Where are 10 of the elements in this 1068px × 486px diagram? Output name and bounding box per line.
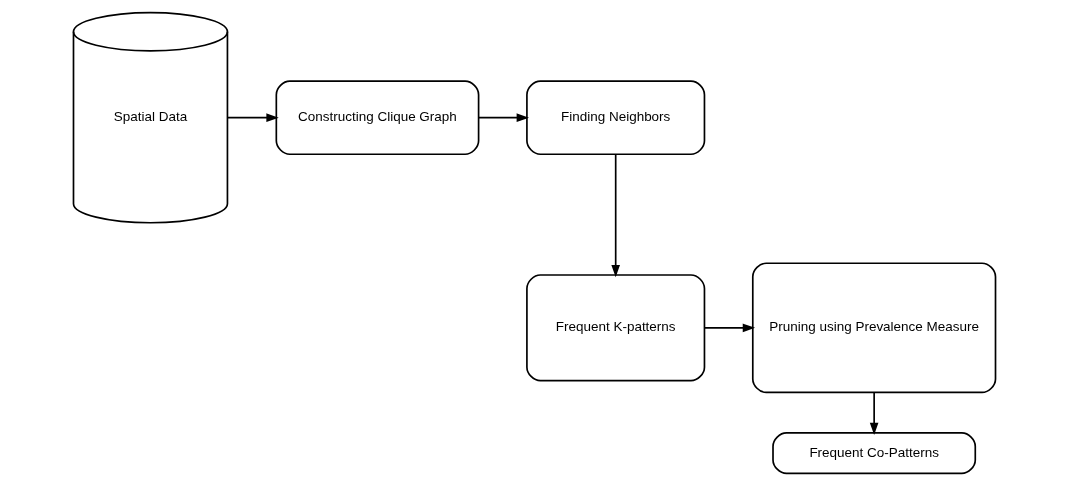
node-box: Constructing Clique Graph (275, 80, 479, 156)
node-box: Frequent Co-Patterns (771, 432, 976, 475)
node-box: Frequent K-patterns (525, 274, 705, 382)
arrow (610, 153, 620, 278)
arrow (869, 391, 878, 436)
arrow (703, 323, 755, 333)
node-box: Finding Neighbors (525, 80, 705, 156)
arrow (477, 113, 529, 123)
arrow (226, 113, 279, 123)
node-box: Pruning using Prevalence Measure (751, 262, 996, 394)
